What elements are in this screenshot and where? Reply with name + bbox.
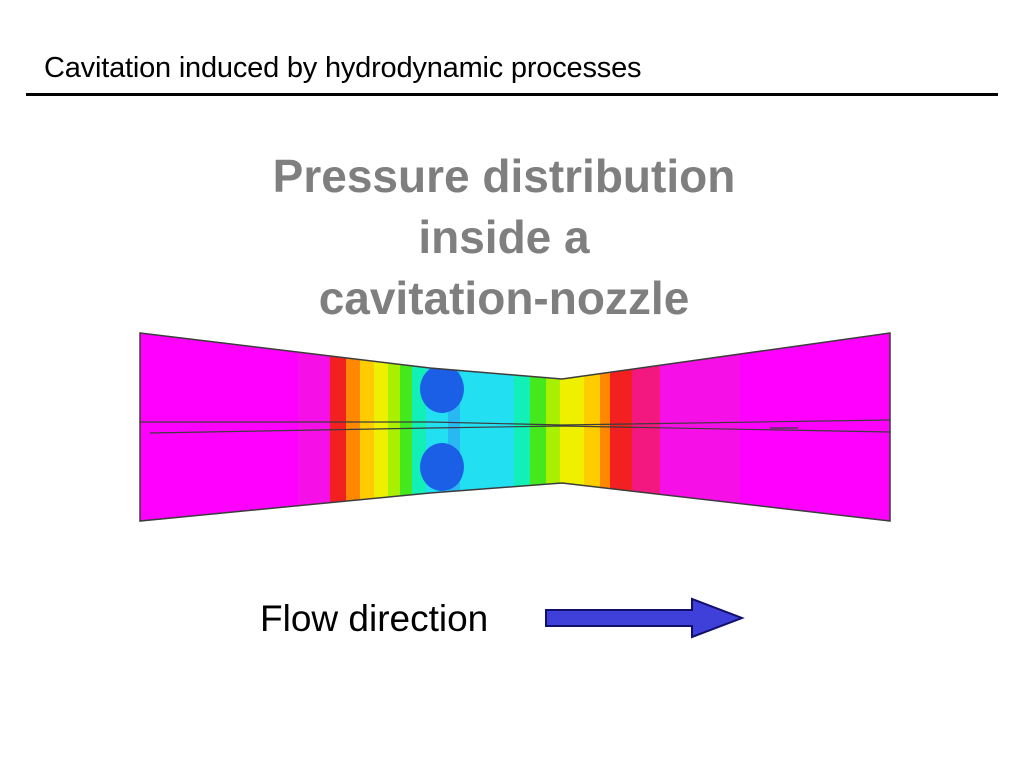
band-green-left (400, 333, 412, 521)
band-pink-right (660, 333, 740, 521)
band-red-left (330, 333, 350, 521)
band-yellow-left (374, 333, 388, 521)
slide-title: Cavitation induced by hydrodynamic proce… (44, 52, 642, 84)
low-pressure-zone-upper (420, 365, 464, 413)
band-teal-right (514, 333, 530, 521)
nozzle-pressure-contour (139, 332, 891, 522)
band-red-right (610, 333, 632, 521)
figure-heading-line-2: inside a (418, 211, 590, 263)
low-pressure-zone-lower (420, 443, 464, 491)
band-lime-left (388, 333, 400, 521)
band-magenta-right (740, 333, 890, 521)
flow-direction-arrow-icon (545, 597, 745, 639)
title-divider (26, 93, 998, 96)
arrow-shape (545, 597, 745, 639)
figure-heading-line-1: Pressure distribution (272, 150, 736, 202)
figure-heading: Pressure distribution inside a cavitatio… (200, 146, 808, 329)
band-orange-right (600, 333, 610, 521)
band-lime-right (546, 333, 560, 521)
centerline-lower (149, 425, 891, 434)
band-cyan-right (470, 333, 514, 521)
band-pink-left (298, 333, 330, 521)
band-yellow-right (560, 333, 584, 521)
band-green-right (530, 333, 546, 521)
flow-direction-label: Flow direction (260, 598, 489, 639)
band-orange-left (346, 333, 360, 521)
nozzle-outline (139, 332, 891, 522)
centerline-upper (140, 419, 891, 426)
band-amber-left (360, 333, 374, 521)
figure-heading-line-3: cavitation-nozzle (318, 272, 690, 324)
band-amber-right (584, 333, 600, 521)
